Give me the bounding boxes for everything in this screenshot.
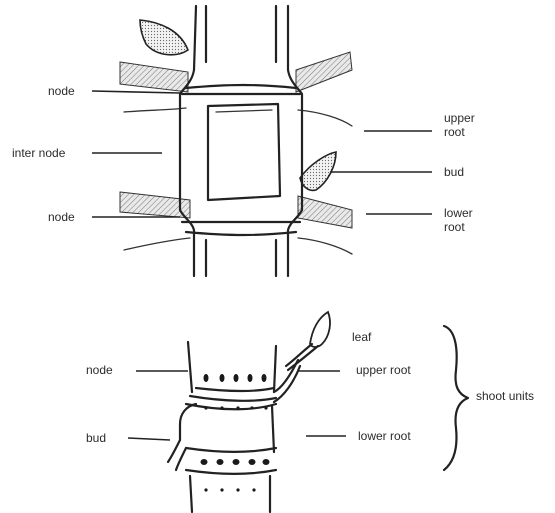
segment-wall [190, 476, 192, 512]
shoot-units-brace [444, 326, 468, 470]
label-upper-root-line1: upper [444, 112, 475, 125]
node-band [186, 448, 276, 452]
stem-wall-right [288, 6, 302, 276]
label-node-bottom: node [86, 364, 113, 377]
lower-root-band-right [298, 196, 352, 228]
label-node-upper: node [48, 85, 75, 98]
thin-root-line [124, 238, 190, 250]
label-leaf: leaf [352, 331, 371, 344]
label-bud-bottom: bud [86, 432, 106, 445]
bud-shoot [176, 448, 186, 470]
label-upper-root-line2: root [444, 126, 465, 139]
label-shoot-units: shoot units [476, 390, 534, 403]
label-node-lower: node [48, 211, 75, 224]
bud-icon [300, 152, 336, 190]
bud-shoot [168, 440, 180, 462]
leaf-icon [310, 312, 330, 347]
bottom-figure [128, 312, 468, 512]
leader-line [128, 438, 170, 440]
thin-root-line [298, 238, 352, 254]
label-bud-top: bud [444, 166, 464, 179]
label-lower-root-line2: root [444, 221, 465, 234]
internode-chamber [208, 104, 280, 200]
node-band-upper-inner [186, 85, 296, 88]
label-upper-root-bottom: upper root [356, 364, 411, 377]
root-dots-upper [204, 374, 267, 382]
label-lower-root-bottom: lower root [358, 430, 411, 443]
label-internode: inter node [12, 147, 65, 160]
segment-wall [272, 406, 274, 452]
thin-root-line [298, 110, 352, 126]
segment-wall [188, 342, 192, 392]
node-band-lower-inner [186, 232, 296, 235]
label-lower-root-line1: lower [444, 207, 473, 220]
segment-wall [274, 346, 276, 392]
upper-root-band-left [120, 62, 188, 92]
segment-wall [180, 404, 196, 440]
upper-root-shoot [274, 366, 300, 402]
root-dots-bottom [204, 488, 255, 491]
node-band [186, 470, 276, 474]
upper-root-band-right [296, 52, 352, 92]
leader-line [92, 91, 180, 93]
thin-root-line [124, 108, 186, 112]
node-band [186, 404, 276, 409]
segment-rim [196, 388, 274, 391]
leaf-petiole [288, 346, 318, 370]
root-dots-lower [201, 459, 270, 465]
top-leaf-bud [140, 20, 188, 55]
internode-wall-detail [216, 110, 272, 112]
node-band [190, 396, 276, 401]
top-figure [92, 6, 432, 276]
